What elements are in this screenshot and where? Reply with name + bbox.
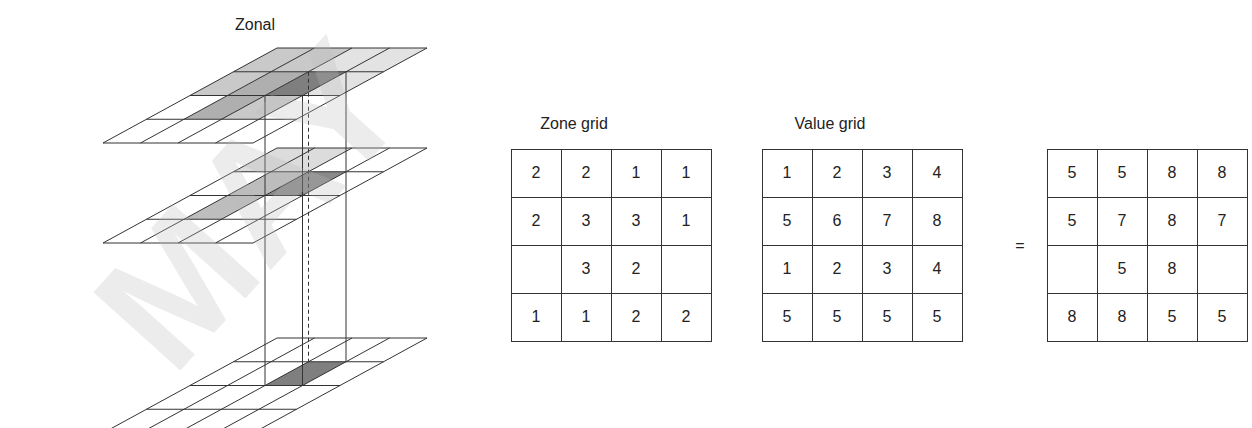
- projection-line: [346, 72, 347, 362]
- table-border: [1048, 150, 1248, 342]
- table-cell: 8: [1168, 211, 1177, 230]
- table-cell: 2: [833, 259, 842, 278]
- table-cell: 1: [682, 163, 691, 182]
- figure-title: Zonal: [232, 15, 278, 34]
- focus-cell: [265, 72, 346, 96]
- table-cell: 5: [1218, 307, 1227, 326]
- table-cell: 2: [682, 307, 691, 326]
- table-cell: 1: [682, 211, 691, 230]
- table-cell: 1: [632, 163, 641, 182]
- table-cell: 3: [632, 211, 641, 230]
- table-cell: 5: [1068, 163, 1077, 182]
- table-cell: 7: [1118, 211, 1127, 230]
- table-cell: 2: [532, 163, 541, 182]
- table-cell: 5: [933, 307, 942, 326]
- table-border: [763, 150, 963, 342]
- table-cell: 2: [582, 163, 591, 182]
- table-cell: 8: [933, 211, 942, 230]
- value-table: [763, 150, 963, 342]
- watermark: MAY: [53, 2, 447, 408]
- projection-line: [308, 72, 309, 362]
- table-cell: 1: [582, 307, 591, 326]
- table-cell: 2: [833, 163, 842, 182]
- table-cell: 5: [1168, 307, 1177, 326]
- table-cell: 8: [1168, 259, 1177, 278]
- table-cell: 5: [883, 307, 892, 326]
- table-cell: 8: [1118, 307, 1127, 326]
- result-table: [1048, 150, 1248, 342]
- table-cell: 5: [833, 307, 842, 326]
- table-cell: 7: [883, 211, 892, 230]
- table-cell: 5: [783, 211, 792, 230]
- table-cell: 7: [1218, 211, 1227, 230]
- table-cell: 2: [632, 307, 641, 326]
- table-cell: 3: [582, 259, 591, 278]
- zone-cell: [184, 196, 265, 220]
- table-cell: 8: [1168, 163, 1177, 182]
- table-cell: 5: [1118, 259, 1127, 278]
- table-grid: [763, 150, 963, 342]
- table-grid: [1048, 150, 1248, 342]
- table-cell: 5: [1068, 211, 1077, 230]
- focus-cell: [265, 172, 346, 196]
- table-grid: [512, 150, 712, 342]
- projection-line: [265, 96, 266, 386]
- table-cell: 4: [933, 259, 942, 278]
- table-cell: 8: [1068, 307, 1077, 326]
- table-cell: 6: [833, 211, 842, 230]
- table-cell: 2: [532, 211, 541, 230]
- table-cell: 3: [883, 259, 892, 278]
- equals-sign: =: [1015, 236, 1024, 255]
- table-cell: 8: [1218, 163, 1227, 182]
- projection-line: [302, 96, 303, 386]
- zone-table: [512, 150, 712, 342]
- table-cell: 1: [783, 259, 792, 278]
- table-cell: 5: [783, 307, 792, 326]
- grid-heading: Zone grid: [540, 114, 608, 133]
- table-cell: 3: [582, 211, 591, 230]
- focus-cell: [265, 362, 346, 386]
- table-cell: 1: [783, 163, 792, 182]
- table-cell: 2: [632, 259, 641, 278]
- table-cell: 5: [1118, 163, 1127, 182]
- table-border: [512, 150, 712, 342]
- table-cell: 3: [883, 163, 892, 182]
- table-cell: 1: [532, 307, 541, 326]
- table-cell: 4: [933, 163, 942, 182]
- grid-heading: Value grid: [795, 114, 866, 133]
- projection-lines: [265, 72, 346, 386]
